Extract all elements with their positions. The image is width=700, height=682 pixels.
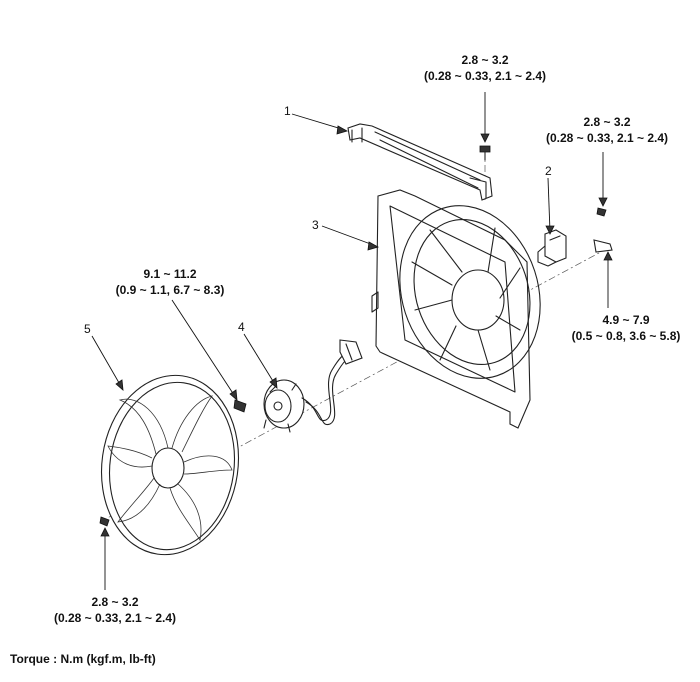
torque-label-right-mid: 4.9 ~ 7.9 (0.5 ~ 0.8, 3.6 ~ 5.8) — [556, 312, 696, 344]
torque-range: 2.8 ~ 3.2 — [583, 115, 631, 129]
bolt-top — [479, 145, 491, 161]
torque-label-top: 2.8 ~ 3.2 (0.28 ~ 0.33, 2.1 ~ 2.4) — [412, 52, 558, 84]
callout-4: 4 — [238, 320, 245, 334]
torque-alt: (0.5 ~ 0.8, 3.6 ~ 5.8) — [571, 329, 681, 343]
bolt-bottom — [99, 516, 110, 527]
fan-shroud — [371, 189, 541, 429]
leader-lines — [91, 92, 613, 590]
torque-range: 2.8 ~ 3.2 — [461, 53, 509, 67]
callout-3: 3 — [312, 218, 319, 232]
callout-1: 1 — [284, 104, 291, 118]
callout-5: 5 — [84, 322, 91, 336]
bolt-right-mid — [593, 239, 613, 253]
torque-range: 2.8 ~ 3.2 — [91, 595, 139, 609]
torque-label-bottom: 2.8 ~ 3.2 (0.28 ~ 0.33, 2.1 ~ 2.4) — [42, 594, 188, 626]
torque-alt: (0.28 ~ 0.33, 2.1 ~ 2.4) — [545, 131, 669, 145]
torque-label-left-mid: 9.1 ~ 11.2 (0.9 ~ 1.1, 6.7 ~ 8.3) — [100, 266, 240, 298]
callout-2: 2 — [545, 164, 552, 178]
torque-range: 9.1 ~ 11.2 — [143, 267, 197, 281]
torque-alt: (0.9 ~ 1.1, 6.7 ~ 8.3) — [115, 283, 225, 297]
torque-label-right-top: 2.8 ~ 3.2 (0.28 ~ 0.33, 2.1 ~ 2.4) — [534, 114, 680, 146]
torque-units-note: Torque : N.m (kgf.m, lb-ft) — [10, 652, 156, 666]
upper-bracket — [347, 123, 493, 201]
cooling-fan — [100, 374, 240, 556]
fan-motor — [263, 339, 363, 433]
connector-clip — [537, 229, 567, 267]
torque-alt: (0.28 ~ 0.33, 2.1 ~ 2.4) — [53, 611, 177, 625]
torque-range: 4.9 ~ 7.9 — [602, 313, 650, 327]
bolt-left-mid — [233, 399, 247, 413]
bolt-right-top — [596, 207, 607, 217]
torque-alt: (0.28 ~ 0.33, 2.1 ~ 2.4) — [423, 69, 547, 83]
